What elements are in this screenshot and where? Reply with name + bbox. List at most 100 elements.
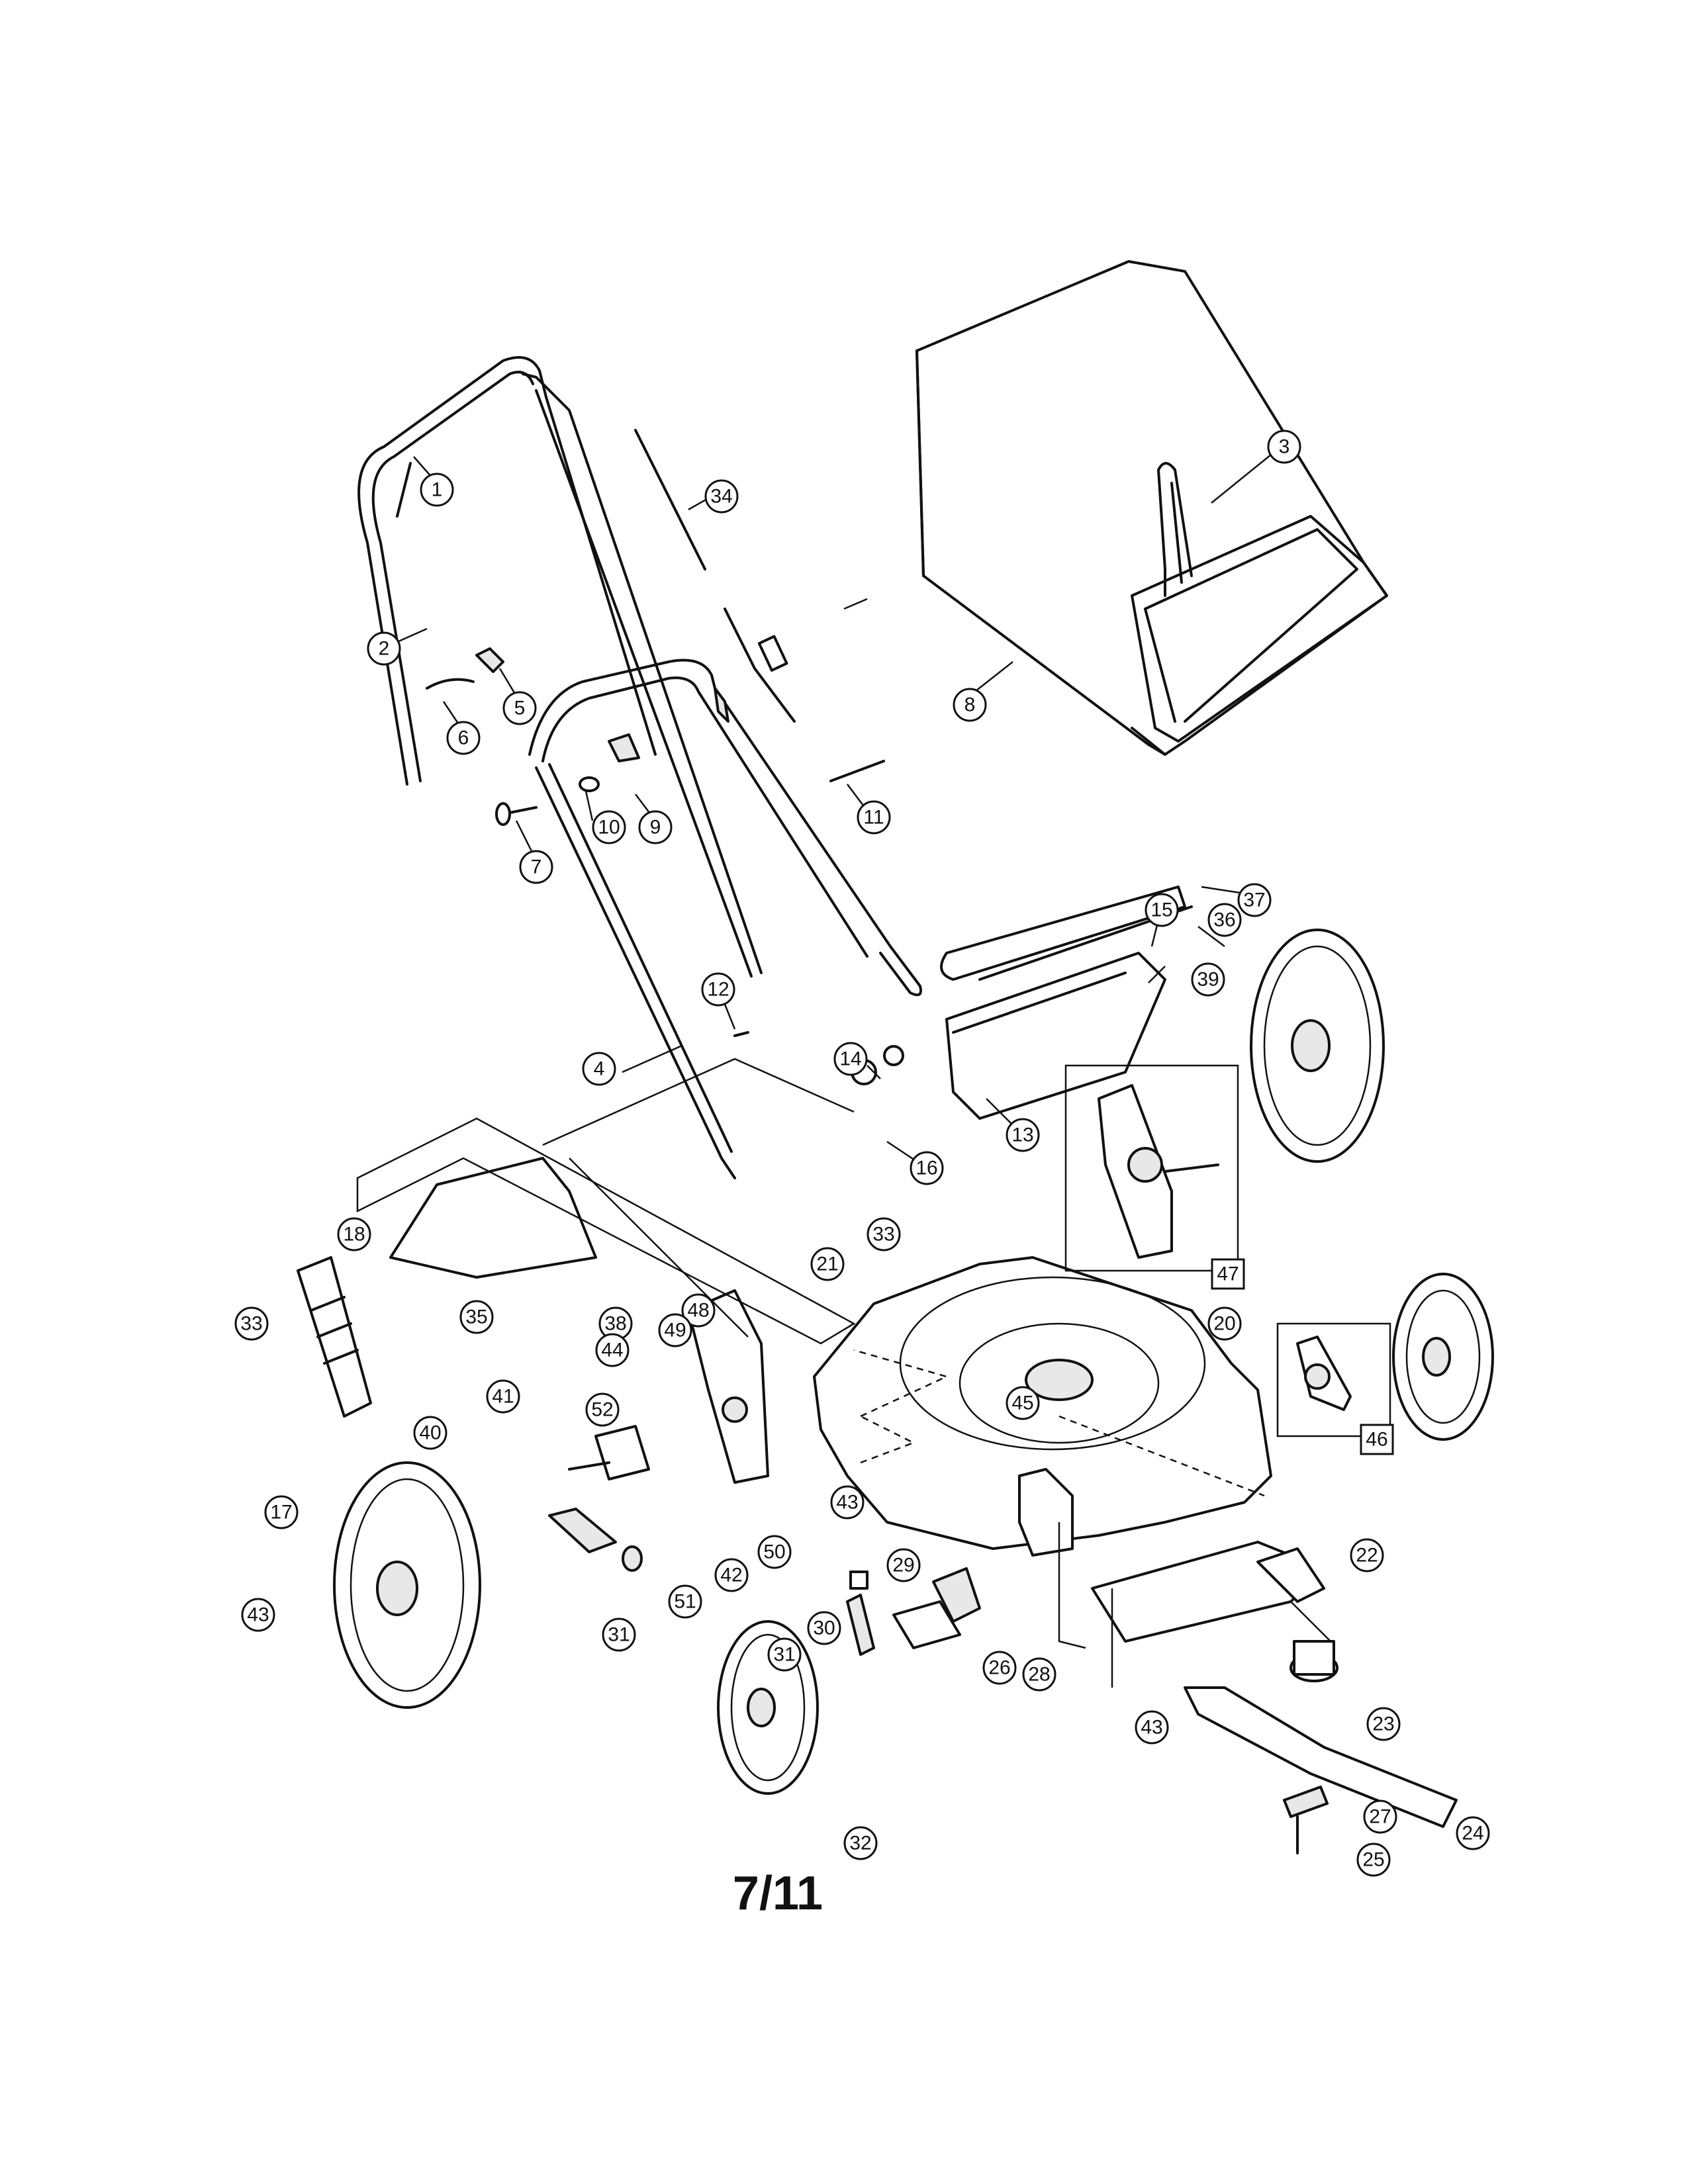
callout-31: 31 bbox=[602, 1617, 636, 1652]
callout-22: 22 bbox=[1350, 1538, 1384, 1572]
callout-label: 35 bbox=[465, 1306, 487, 1328]
callout-21: 21 bbox=[810, 1247, 845, 1281]
lower-handle bbox=[528, 659, 922, 1179]
callout-26: 26 bbox=[982, 1651, 1017, 1685]
callout-label: 26 bbox=[988, 1657, 1010, 1679]
callout-label: 47 bbox=[1217, 1263, 1239, 1285]
callout-label: 45 bbox=[1011, 1392, 1033, 1414]
callout-label: 22 bbox=[1356, 1545, 1378, 1567]
callout-label: 32 bbox=[849, 1833, 871, 1854]
callout-16: 16 bbox=[910, 1151, 944, 1185]
callout-44: 44 bbox=[595, 1333, 630, 1367]
callout-7: 7 bbox=[519, 850, 553, 884]
callout-label: 10 bbox=[598, 817, 620, 839]
callout-label: 31 bbox=[608, 1624, 630, 1646]
callout-label: 1 bbox=[432, 479, 443, 501]
callout-label: 18 bbox=[343, 1224, 365, 1246]
callout-label: 13 bbox=[1011, 1124, 1033, 1146]
callout-35: 35 bbox=[459, 1300, 494, 1334]
callout-label: 16 bbox=[915, 1158, 937, 1179]
page-number: 7/11 bbox=[732, 1867, 823, 1920]
callout-label: 24 bbox=[1462, 1823, 1483, 1844]
leader-lines bbox=[397, 451, 1275, 1163]
callout-12: 12 bbox=[701, 972, 735, 1007]
callout-label: 14 bbox=[839, 1048, 861, 1070]
callout-37: 37 bbox=[1237, 883, 1272, 917]
front-adjuster-gear bbox=[932, 1567, 981, 1623]
callout-label: 52 bbox=[591, 1399, 613, 1421]
knob-29 bbox=[849, 1570, 868, 1590]
callout-label: 12 bbox=[707, 979, 729, 1001]
mower-deck bbox=[813, 1256, 1272, 1557]
callout-28: 28 bbox=[1022, 1657, 1056, 1692]
callout-52: 52 bbox=[585, 1392, 620, 1427]
hinge-rod bbox=[940, 886, 1186, 981]
adjuster-assembly-47 bbox=[1064, 1064, 1239, 1272]
callout-30: 30 bbox=[807, 1611, 841, 1645]
callout-label: 29 bbox=[892, 1555, 914, 1576]
callout-label: 21 bbox=[816, 1253, 838, 1275]
callout-33: 33 bbox=[867, 1217, 901, 1251]
callout-25: 25 bbox=[1356, 1843, 1391, 1877]
callout-label: 49 bbox=[664, 1320, 686, 1342]
callout-39: 39 bbox=[1191, 962, 1225, 997]
callout-label: 3 bbox=[1279, 436, 1290, 458]
callout-label: 40 bbox=[419, 1422, 441, 1444]
callout-32: 32 bbox=[843, 1826, 878, 1860]
callout-8: 8 bbox=[953, 688, 987, 722]
callout-label: 6 bbox=[458, 727, 469, 749]
blade bbox=[1184, 1686, 1458, 1828]
callout-15: 15 bbox=[1145, 893, 1179, 927]
callout-43: 43 bbox=[1135, 1710, 1169, 1745]
callout-label: 43 bbox=[836, 1492, 858, 1514]
callout-label: 25 bbox=[1362, 1849, 1384, 1871]
callout-label: 43 bbox=[1141, 1717, 1162, 1739]
callout-9: 9 bbox=[638, 810, 673, 844]
callout-49: 49 bbox=[658, 1313, 692, 1347]
callout-label: 5 bbox=[514, 698, 526, 719]
callout-46: 46 bbox=[1360, 1424, 1394, 1455]
callout-10: 10 bbox=[592, 810, 626, 844]
callout-label: 28 bbox=[1028, 1664, 1050, 1686]
callout-label: 34 bbox=[710, 486, 732, 508]
wheel-rear-left bbox=[333, 1461, 481, 1709]
axle-plate bbox=[568, 1425, 650, 1480]
callout-27: 27 bbox=[1363, 1799, 1397, 1834]
upper-handle bbox=[357, 356, 763, 978]
callout-label: 2 bbox=[379, 638, 390, 660]
callout-33: 33 bbox=[234, 1306, 269, 1341]
callout-4: 4 bbox=[582, 1052, 616, 1086]
callout-label: 36 bbox=[1213, 909, 1235, 931]
callout-5: 5 bbox=[502, 691, 537, 725]
callout-label: 11 bbox=[863, 807, 884, 829]
callout-label: 33 bbox=[240, 1313, 262, 1335]
callout-label: 30 bbox=[813, 1617, 835, 1639]
callout-2: 2 bbox=[367, 631, 401, 666]
callout-23: 23 bbox=[1366, 1707, 1401, 1741]
callout-label: 39 bbox=[1197, 969, 1219, 991]
callout-label: 31 bbox=[773, 1644, 795, 1666]
handle-knob bbox=[475, 647, 640, 762]
callout-label: 4 bbox=[594, 1058, 605, 1080]
callout-label: 27 bbox=[1369, 1806, 1391, 1828]
callout-label: 23 bbox=[1372, 1713, 1394, 1735]
control-cable bbox=[634, 429, 796, 723]
callout-14: 14 bbox=[833, 1042, 868, 1076]
washer bbox=[579, 776, 600, 792]
rear-flap bbox=[297, 1157, 597, 1418]
callout-42: 42 bbox=[714, 1558, 749, 1592]
callout-18: 18 bbox=[337, 1217, 371, 1251]
callout-47: 47 bbox=[1211, 1258, 1245, 1290]
wheel-front-left bbox=[717, 1620, 819, 1795]
rear-door bbox=[945, 952, 1166, 1120]
callout-label: 20 bbox=[1213, 1313, 1235, 1335]
callout-label: 9 bbox=[650, 817, 661, 839]
callout-51: 51 bbox=[668, 1584, 702, 1619]
wheel-front-right bbox=[1392, 1273, 1494, 1441]
callout-43: 43 bbox=[830, 1485, 865, 1520]
callout-label: 8 bbox=[964, 694, 976, 716]
callout-11: 11 bbox=[857, 800, 891, 835]
callout-31: 31 bbox=[767, 1637, 802, 1672]
